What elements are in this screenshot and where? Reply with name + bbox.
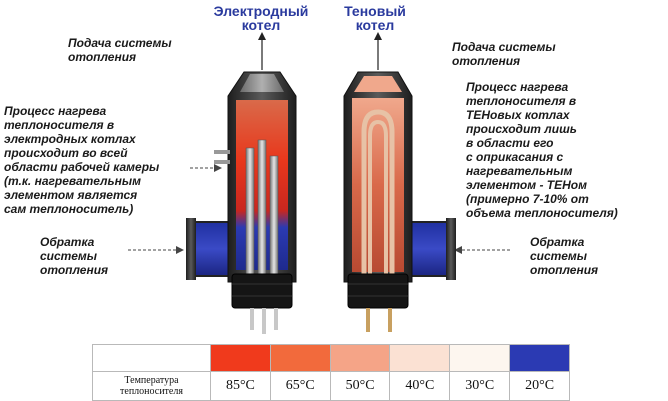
- legend-temp-label: 50°C: [329, 371, 391, 401]
- legend-swatch: [449, 344, 511, 372]
- left-return-arrow: [128, 246, 184, 254]
- left-supply-label: Подача системы отопления: [68, 36, 172, 64]
- legend-swatch: [389, 344, 451, 372]
- right-process-text: Процесс нагрева теплоносителя в ТЕНовых …: [466, 80, 618, 220]
- boilers-diagram: [128, 32, 510, 334]
- electrode-top-cap: [240, 74, 284, 92]
- legend-heading: Температура теплоносителя: [92, 371, 211, 401]
- electrode-rod-1: [245, 147, 255, 283]
- ten-bottom-plug: [347, 273, 409, 309]
- legend-swatch: [210, 344, 271, 372]
- ten-top-cap: [354, 76, 402, 92]
- legend-swatch-row: [92, 344, 570, 372]
- electrode-title-line-2: котел: [241, 17, 281, 33]
- electrode-supply-arrow: [258, 32, 266, 70]
- right-supply-label: Подача системы отопления: [452, 40, 556, 68]
- legend-swatch-blank: [92, 344, 211, 372]
- right-return-label: Обратка системы отопления: [530, 235, 599, 277]
- electrode-rod-3: [269, 155, 279, 283]
- right-return-arrow: [454, 246, 510, 254]
- left-process-arrow: [190, 164, 222, 172]
- legend-temp-label: 65°C: [269, 371, 331, 401]
- electrode-boiler-title: Электродный котел: [196, 4, 326, 32]
- legend-swatch: [329, 344, 391, 372]
- temperature-legend-table: Температура теплоносителя 85°C 65°C 50°C…: [92, 344, 570, 401]
- legend-temp-label: 85°C: [210, 371, 271, 401]
- electrode-title-line-1: Электродный: [213, 3, 309, 19]
- ten-boiler: [343, 71, 456, 332]
- legend-swatch: [269, 344, 331, 372]
- ten-supply-arrow: [374, 32, 382, 70]
- left-return-label: Обратка системы отопления: [40, 235, 109, 277]
- ten-boiler-title: Теновый котел: [330, 4, 420, 32]
- ten-title-line-2: котел: [355, 17, 395, 33]
- electrode-rod-2: [257, 139, 267, 283]
- ten-heating-element: [361, 109, 395, 280]
- electrode-boiler: [186, 71, 297, 334]
- legend-swatch: [509, 344, 570, 372]
- electrode-bottom-plug: [231, 273, 293, 309]
- ten-water-chamber: [352, 98, 404, 272]
- legend-temp-label: 20°C: [509, 371, 570, 401]
- legend-label-row: Температура теплоносителя 85°C 65°C 50°C…: [92, 371, 570, 401]
- legend-temp-label: 40°C: [389, 371, 451, 401]
- ten-title-line-1: Теновый: [344, 3, 406, 19]
- temperature-legend: Температура теплоносителя 85°C 65°C 50°C…: [92, 344, 570, 401]
- legend-temp-label: 30°C: [449, 371, 511, 401]
- left-process-text: Процесс нагрева теплоносителя в электрод…: [4, 104, 160, 216]
